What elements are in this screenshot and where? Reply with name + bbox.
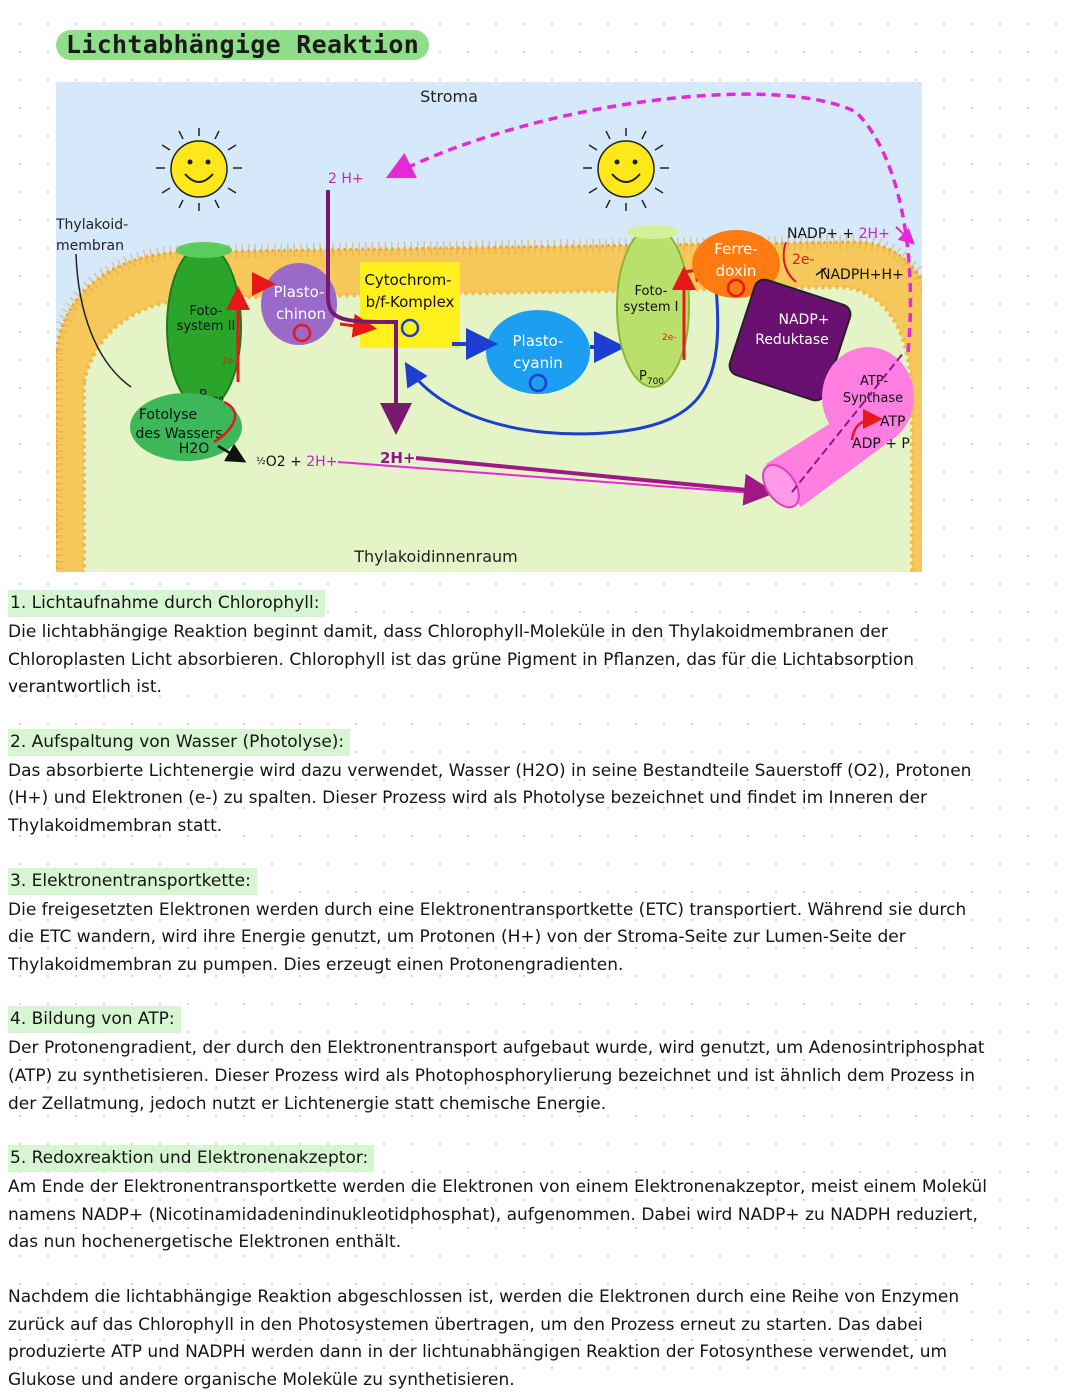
section-light-absorption: 1. Lichtaufnahme durch Chlorophyll: Die … [8,590,1068,702]
nadph-label: NADPH+H+ [820,267,904,283]
sun-icon [583,128,669,211]
plastochinon-line2: chinon [276,305,326,323]
atp-synthase-line2: Synthase [843,391,903,406]
nadp-reduktase: NADP+ Reduktase [728,278,852,402]
membrane-label-line2: membran [56,238,124,254]
light-reaction-diagram: Stroma Thylakoidinnenraum Thylakoid- mem… [56,82,922,572]
section-heading: 5. Redoxreaktion und Elektronenakzeptor: [8,1145,375,1173]
plastocyanin: Plasto- cyanin [486,310,590,394]
electron-label: 2e- [792,252,815,268]
o2-label: ½O2 + 2H+ [256,454,337,470]
section-redox: 5. Redoxreaktion und Elektronenakzeptor:… [8,1145,1068,1257]
ps2-electron-label: 2e- [222,357,237,367]
section-heading: 4. Bildung von ATP: [8,1006,181,1034]
closing-paragraph: Nachdem die lichtabhängige Reaktion abge… [8,1284,1068,1394]
ps2-label-line1: Foto- [190,304,223,319]
sun-icon [156,128,242,211]
proton-top-label: 2 H+ [328,171,364,187]
cytochrom-bf-complex: Cytochrom- b/f-Komplex [360,262,460,348]
section-text: Die freigesetzten Elektronen werden durc… [8,899,967,975]
section-electron-transport: 3. Elektronentransportkette: Die freiges… [8,867,1068,980]
reduktase-line2: Reduktase [755,332,829,348]
plastocyanin-cycle-icon [528,373,548,393]
nadp-plus-label: NADP+ + 2H+ [787,226,890,242]
section-text: Die lichtabhängige Reaktion beginnt dami… [8,622,914,698]
section-heading: 2. Aufspaltung von Wasser (Photolyse): [8,728,351,756]
section-atp-formation: 4. Bildung von ATP: Der Protonengradient… [8,1006,1068,1118]
electron-return-arrow [404,286,720,436]
photosystem-1: Foto- system I P700 2e- [616,225,690,388]
fotolyse-complex: Fotolyse des Wassers H2O [130,393,242,461]
ps1-label-line1: Foto- [635,284,668,299]
proton-mid-label: 2H+ [380,449,416,467]
section-text: Am Ende der Elektronentransportkette wer… [8,1177,987,1253]
photosystem-2: Foto- system II P680 2e- [166,242,242,410]
ferredoxin-line1: Ferre- [714,240,757,258]
section-heading: 1. Lichtaufnahme durch Chlorophyll: [8,590,326,617]
plastocyanin-line1: Plasto- [513,332,564,350]
section-text: Das absorbierte Lichtenergie wird dazu v… [8,760,972,836]
fotolyse-line1: Fotolyse [139,407,197,423]
atp-label: ATP [880,414,905,430]
ferredoxin-line2: doxin [716,262,757,280]
cytochrom-cycle-icon [400,318,420,338]
stroma-label: Stroma [420,87,478,106]
p700-label: P700 [639,369,664,387]
ps1-label-line2: system I [624,300,679,315]
proton-pump-arrow [326,190,412,435]
atp-synthase-line1: ATP- [860,374,888,389]
ps2-label-line2: system II [177,319,236,334]
fotolyse-line3: H2O [179,441,209,457]
reduktase-line1: NADP+ [778,312,829,328]
cytochrom-line2: b/f-Komplex [366,293,455,311]
plastochinon-line1: Plasto- [274,283,325,301]
plastocyanin-line2: cyanin [513,354,563,372]
lumen-label: Thylakoidinnenraum [353,547,518,566]
explanation-sections: 1. Lichtaufnahme durch Chlorophyll: Die … [8,590,1068,1394]
atp-synthase: ATP- Synthase [762,347,914,509]
cytochrom-line1: Cytochrom- [364,271,451,289]
thylakoid-lumen [82,284,914,572]
proton-return-arrow [385,92,913,353]
section-heading: 3. Elektronentransportkette: [8,867,257,895]
adp-label: ADP + P [852,436,910,452]
plastochinon-cycle-icon [292,323,312,343]
membrane-label-line1: Thylakoid- [56,217,128,233]
section-text: Der Protonengradient, der durch den Elek… [8,1038,985,1114]
ps1-electron-label: 2e- [662,333,677,343]
closing-text: Nachdem die lichtabhängige Reaktion abge… [8,1286,960,1390]
ferredoxin-cycle-icon [726,278,746,298]
plastochinon: Plasto- chinon [261,263,337,345]
fotolyse-line2: des Wassers [135,426,222,442]
section-photolysis: 2. Aufspaltung von Wasser (Photolyse): D… [8,728,1068,841]
page-title: Lichtabhängige Reaktion [56,30,430,60]
